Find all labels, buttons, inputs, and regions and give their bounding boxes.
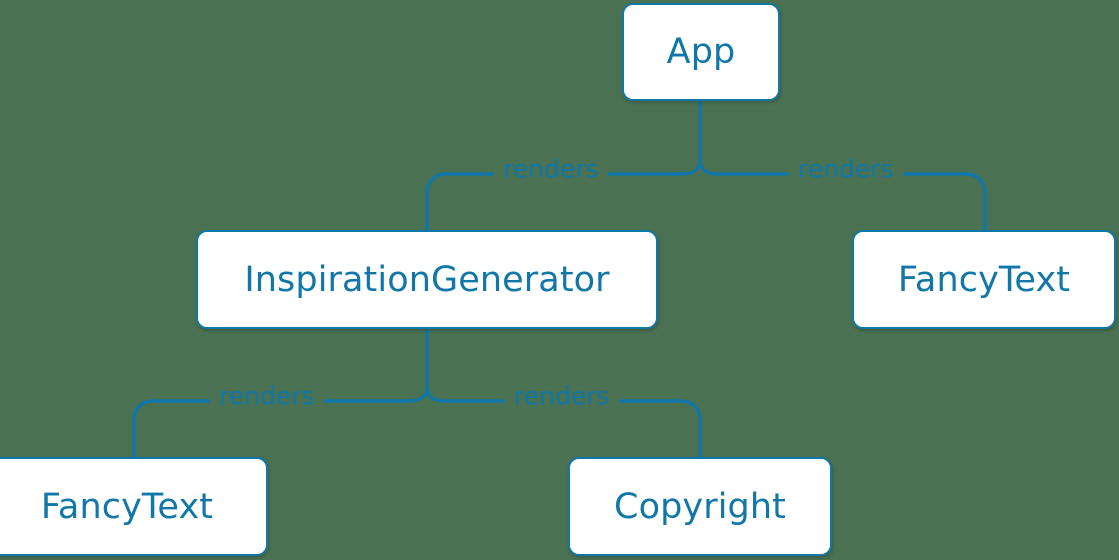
node-fancytext-right[interactable]: FancyText <box>852 230 1116 329</box>
node-copyright-label: Copyright <box>614 486 786 527</box>
node-app-label: App <box>666 32 736 72</box>
node-fancytext-right-label: FancyText <box>897 259 1071 300</box>
node-app[interactable]: App <box>622 3 780 101</box>
edge-label-inspirationgenerator-to-fancytext-bottom: renders <box>210 383 324 409</box>
edge-inspgen-junction-right <box>425 388 453 403</box>
node-fancytext-bottom-label: FancyText <box>40 486 214 527</box>
node-inspirationgenerator-label: InspirationGenerator <box>244 259 610 300</box>
node-fancytext-bottom[interactable]: FancyText <box>0 457 268 556</box>
edge-app-junction-left <box>674 161 702 176</box>
node-inspirationgenerator[interactable]: InspirationGenerator <box>196 230 658 329</box>
edge-app-junction-right <box>698 161 726 176</box>
edge-label-inspirationgenerator-to-copyright: renders <box>505 383 619 409</box>
edge-label-app-to-inspirationgenerator: renders <box>494 156 608 182</box>
edge-label-app-to-fancytext-right: renders <box>789 156 903 182</box>
edge-inspgen-junction-left <box>401 388 429 403</box>
node-copyright[interactable]: Copyright <box>568 457 832 556</box>
